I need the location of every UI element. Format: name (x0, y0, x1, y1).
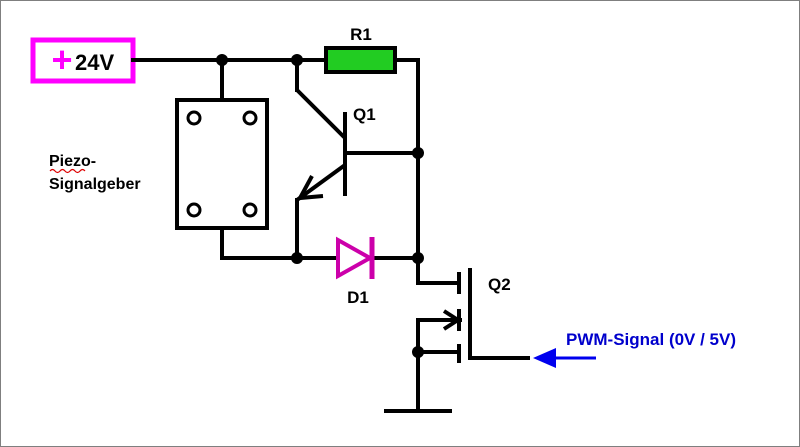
piezo-label-line2: Signalgeber (49, 176, 141, 193)
piezo-terminal-icon (242, 202, 258, 218)
junction-dot (412, 252, 424, 264)
q2-body-arrow (442, 309, 462, 331)
junction-dot (412, 346, 424, 358)
junction-dot (291, 252, 303, 264)
q1-label: Q1 (353, 105, 376, 124)
pwm-signal-label: PWM-Signal (0V / 5V) (566, 330, 736, 349)
q1-collector-lead (295, 88, 347, 140)
piezo-signalgeber: Piezo- Signalgeber (49, 98, 269, 230)
pwm-input: PWM-Signal (0V / 5V) (533, 330, 736, 368)
supply-terminal: + 24V (30, 37, 136, 84)
q1-emitter-lead (295, 163, 347, 202)
piezo-terminal-icon (186, 202, 202, 218)
diode-triangle (336, 236, 375, 280)
junctions (216, 54, 424, 358)
junction-dot (216, 54, 228, 66)
resistor-body (324, 46, 397, 74)
arrow-left-icon (533, 348, 556, 368)
mosfet-q2 (442, 268, 472, 363)
supply-voltage-label: 24V (75, 50, 114, 75)
piezo-terminal-icon (186, 110, 202, 126)
resistor-r1: R1 (324, 25, 397, 74)
supply-box (30, 37, 136, 84)
q2-label: Q2 (488, 275, 511, 294)
piezo-terminal-icon (242, 110, 258, 126)
r1-label: R1 (350, 25, 372, 44)
piezo-label-line1: Piezo- (49, 153, 96, 170)
spellcheck-underline (49, 168, 86, 174)
diode-d1: D1 (336, 236, 375, 307)
junction-dot (291, 54, 303, 66)
q1-emitter-arrow (296, 175, 324, 201)
plus-sign: + (51, 39, 72, 80)
d1-label: D1 (347, 288, 369, 307)
junction-dot (412, 147, 424, 159)
transistor-q1 (295, 88, 347, 202)
wires (131, 58, 530, 413)
